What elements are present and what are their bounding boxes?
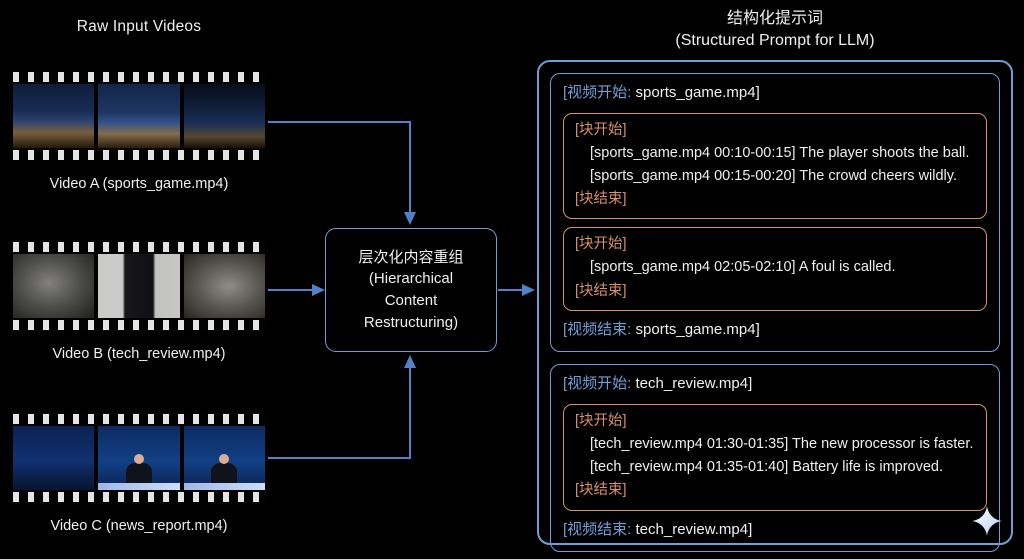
- arrowhead-right-icon: [312, 284, 325, 296]
- chunk-close-marker: [块结束]: [575, 191, 627, 208]
- video-start-marker: [视频开始:: [563, 84, 632, 101]
- film-sprockets: [13, 320, 265, 330]
- prompt-line: [tech_review.mp4 01:30-01:35] The new pr…: [590, 436, 974, 452]
- chunk-close-marker: [块结束]: [575, 482, 627, 499]
- video-end-filename: tech_review.mp4]: [631, 520, 753, 538]
- film-frames: [10, 426, 268, 490]
- film-frame-news-studio: [13, 426, 95, 490]
- chunk-block: [块开始] [tech_review.mp4 01:30-01:35] The …: [563, 403, 987, 511]
- video-a-label: Video A (sports_game.mp4): [49, 176, 229, 192]
- video-block-tech-review: [视频开始: tech_review.mp4] [块开始] [tech_revi…: [550, 364, 1000, 553]
- film-strip-video-c: [10, 412, 268, 504]
- hier-box-line-en-2: Content: [384, 292, 438, 309]
- video-start-filename: sports_game.mp4]: [631, 84, 760, 101]
- video-start-line: [视频开始: tech_review.mp4]: [563, 373, 987, 396]
- prompt-line: [sports_game.mp4 02:05-02:10] A foul is …: [590, 259, 896, 276]
- film-sprockets: [13, 414, 265, 424]
- film-strip-video-a: [10, 70, 268, 162]
- raw-input-videos-title: Raw Input Videos: [76, 18, 202, 35]
- arrow-video-a-to-box: [268, 121, 411, 212]
- structured-prompt-title-zh: 结构化提示词: [726, 10, 823, 27]
- film-sprockets: [13, 492, 265, 502]
- video-c-label: Video C (news_report.mp4): [50, 518, 228, 534]
- film-frames: [10, 254, 268, 318]
- chunk-open-marker: [块开始]: [575, 121, 627, 138]
- video-end-marker: [视频结束:: [563, 320, 632, 338]
- film-frames: [10, 84, 268, 148]
- arrowhead-up-icon: [404, 355, 416, 368]
- video-start-filename: tech_review.mp4]: [631, 375, 753, 393]
- video-start-marker: [视频开始:: [563, 375, 632, 393]
- film-frame-phone-hands: [13, 254, 95, 318]
- arrowhead-right-icon: [522, 284, 535, 296]
- film-frame-basketball-court: [13, 84, 95, 148]
- arrow-video-c-to-box: [268, 368, 411, 459]
- prompt-line: [tech_review.mp4 01:35-01:40] Battery li…: [590, 459, 944, 476]
- structured-prompt-panel: [视频开始: sports_game.mp4] [块开始] [sports_ga…: [537, 60, 1013, 553]
- film-sprockets: [13, 150, 265, 160]
- video-block-sports-game: [视频开始: sports_game.mp4] [块开始] [sports_ga…: [550, 73, 1000, 353]
- hier-box-line-zh: 层次化内容重组: [358, 248, 464, 266]
- chunk-open-marker: [块开始]: [575, 236, 627, 253]
- film-sprockets: [13, 242, 265, 252]
- video-end-line: [视频结束: sports_game.mp4]: [563, 319, 987, 342]
- film-frame-phone-demo: [183, 254, 265, 318]
- chunk-open-marker: [块开始]: [575, 412, 627, 429]
- news-anchor-silhouette: [125, 463, 152, 483]
- film-sprockets: [13, 72, 265, 82]
- film-frame-basketball-shot: [183, 84, 265, 148]
- film-frame-basketball-play: [98, 84, 180, 148]
- chunk-block: [块开始] [sports_game.mp4 00:10-00:15] The …: [563, 112, 987, 220]
- film-strip-video-b: [10, 240, 268, 332]
- prompt-line: [sports_game.mp4 00:10-00:15] The player…: [590, 144, 970, 161]
- film-frame-news-anchor-1: [98, 426, 180, 490]
- prompt-line: [sports_game.mp4 00:15-00:20] The crowd …: [590, 167, 957, 184]
- structured-prompt-title: 结构化提示词 (Structured Prompt for LLM): [537, 8, 1013, 51]
- video-end-filename: sports_game.mp4]: [631, 320, 760, 338]
- arrowhead-down-icon: [404, 212, 416, 225]
- film-frame-news-anchor-2: [183, 426, 265, 490]
- hier-box-line-en-1: (Hierarchical: [368, 270, 454, 288]
- structured-prompt-title-en: (Structured Prompt for LLM): [675, 31, 875, 49]
- film-frame-phone-product: [98, 254, 180, 318]
- news-ticker: [98, 483, 180, 490]
- sparkle-icon: [972, 506, 1002, 536]
- hier-box-line-en-3: Restructuring): [363, 313, 459, 331]
- news-anchor-silhouette: [211, 463, 238, 483]
- hierarchical-restructuring-box: 层次化内容重组 (Hierarchical Content Restructur…: [325, 228, 497, 352]
- video-start-line: [视频开始: sports_game.mp4]: [563, 82, 987, 105]
- news-ticker: [183, 483, 265, 490]
- video-end-marker: [视频结束:: [563, 520, 632, 538]
- chunk-block: [块开始] [sports_game.mp4 02:05-02:10] A fo…: [563, 227, 987, 311]
- video-end-line: [视频结束: tech_review.mp4]: [563, 519, 987, 542]
- video-b-label: Video B (tech_review.mp4): [52, 346, 226, 362]
- chunk-close-marker: [块结束]: [575, 282, 627, 299]
